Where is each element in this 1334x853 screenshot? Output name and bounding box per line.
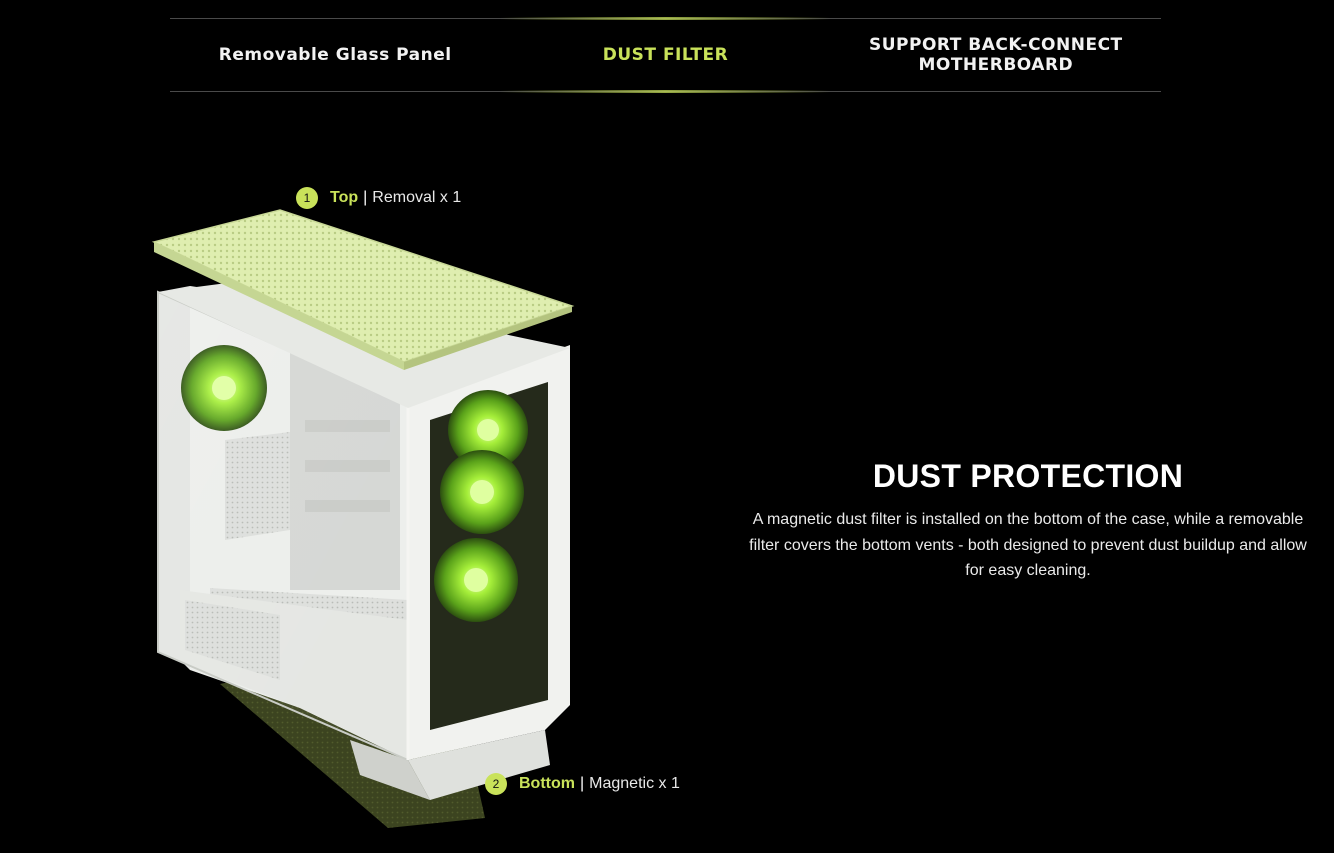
callout-number-badge: 1 xyxy=(296,187,318,209)
tab-label: DUST FILTER xyxy=(602,45,729,65)
callout-name: Top xyxy=(330,189,359,206)
callout-bottom-filter: 2 Bottom | Magnetic x 1 xyxy=(485,773,680,795)
tab-label: SUPPORT BACK-CONNECT MOTHERBOARD xyxy=(868,35,1123,75)
feature-heading: DUST PROTECTION xyxy=(872,458,1184,494)
callout-name: Bottom xyxy=(519,775,575,792)
callout-detail: Magnetic x 1 xyxy=(589,775,680,792)
callout-top-filter: 1 Top | Removal x 1 xyxy=(296,187,461,209)
callout-number-badge: 2 xyxy=(485,773,507,795)
callout-separator: | xyxy=(363,189,368,206)
tab-removable-glass-panel[interactable]: Removable Glass Panel xyxy=(170,19,500,91)
tab-support-back-connect-motherboard[interactable]: SUPPORT BACK-CONNECT MOTHERBOARD xyxy=(831,19,1161,91)
tab-dust-filter[interactable]: DUST FILTER xyxy=(500,17,831,93)
feature-tabs: Removable Glass Panel DUST FILTER SUPPOR… xyxy=(170,17,1161,93)
tab-label: Removable Glass Panel xyxy=(218,45,452,65)
feature-description: DUST PROTECTION A magnetic dust filter i… xyxy=(744,458,1312,584)
pc-case-illustration xyxy=(151,209,575,828)
feature-body: A magnetic dust filter is installed on t… xyxy=(749,511,1307,579)
callout-detail: Removal x 1 xyxy=(372,189,462,206)
callout-separator: | xyxy=(579,775,585,792)
